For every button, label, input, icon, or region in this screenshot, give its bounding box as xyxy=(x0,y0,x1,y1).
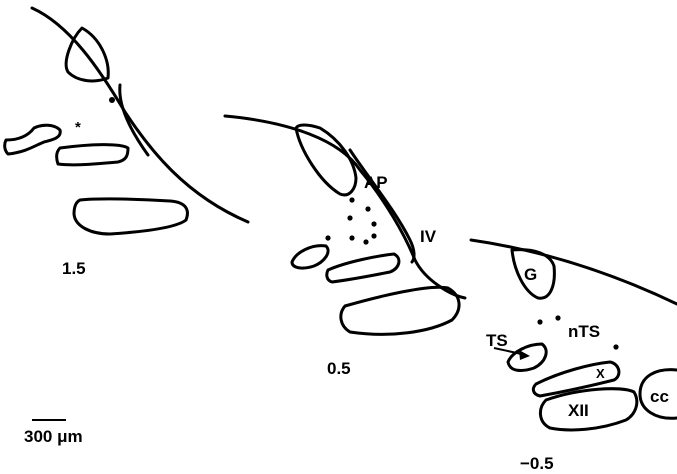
level-label-middle: 0.5 xyxy=(327,359,351,378)
right-dot-3 xyxy=(613,344,619,350)
label-ap: AP xyxy=(364,173,388,192)
right-dot-2 xyxy=(555,315,561,321)
middle-lower-nucleus-outline xyxy=(339,285,461,336)
ts-pointer-arrowhead xyxy=(519,350,530,360)
label-nts: nTS xyxy=(568,322,600,341)
middle-dot-3 xyxy=(347,215,353,221)
label-iv: IV xyxy=(420,227,437,246)
label-ts: TS xyxy=(486,331,508,350)
label-x: X xyxy=(596,366,605,381)
middle-dot-7 xyxy=(363,239,369,245)
left-middle-nucleus-outline xyxy=(55,143,130,167)
middle-area-postrema-outline xyxy=(294,123,358,197)
middle-left-nucleus-outline xyxy=(290,244,330,270)
right-dot-1 xyxy=(537,319,543,325)
left-lower-nucleus-outline xyxy=(72,197,189,236)
level-label-right: −0.5 xyxy=(520,454,554,473)
right-xii-nucleus-outline xyxy=(539,387,639,432)
left-area-postrema-outline xyxy=(64,26,110,83)
right-g-nucleus-outline xyxy=(510,248,556,300)
middle-dot-2 xyxy=(365,206,371,212)
left-marker-dot xyxy=(109,97,115,103)
scale-bar: 300 μm xyxy=(24,419,83,446)
middle-dot-5 xyxy=(325,235,331,241)
middle-border-line xyxy=(348,148,416,264)
middle-dot-1 xyxy=(349,197,355,203)
middle-dorsal-surface-outline xyxy=(223,114,467,300)
middle-dot-8 xyxy=(371,233,377,239)
section-right: G nTS TS X XII cc −0.5 xyxy=(469,238,677,473)
asterisk-marker: * xyxy=(75,119,81,136)
left-dorsal-surface-outline xyxy=(30,6,250,224)
right-x-nucleus-outline xyxy=(531,360,621,398)
middle-center-nucleus-outline xyxy=(325,252,401,284)
label-cc: cc xyxy=(650,387,669,406)
section-left: * 1.5 xyxy=(3,6,250,278)
scale-bar-label: 300 μm xyxy=(24,427,83,446)
left-solitary-tract-outline xyxy=(3,123,62,156)
left-border-line xyxy=(118,83,150,157)
middle-dot-4 xyxy=(371,221,377,227)
label-g: G xyxy=(524,265,537,284)
right-ts-outline xyxy=(506,342,548,372)
section-middle: AP IV 0.5 xyxy=(223,114,467,378)
middle-dot-6 xyxy=(349,235,355,241)
label-xii: XII xyxy=(568,401,589,420)
right-dorsal-surface-outline xyxy=(469,238,677,306)
level-label-left: 1.5 xyxy=(62,259,86,278)
right-central-canal-outline xyxy=(638,368,677,420)
